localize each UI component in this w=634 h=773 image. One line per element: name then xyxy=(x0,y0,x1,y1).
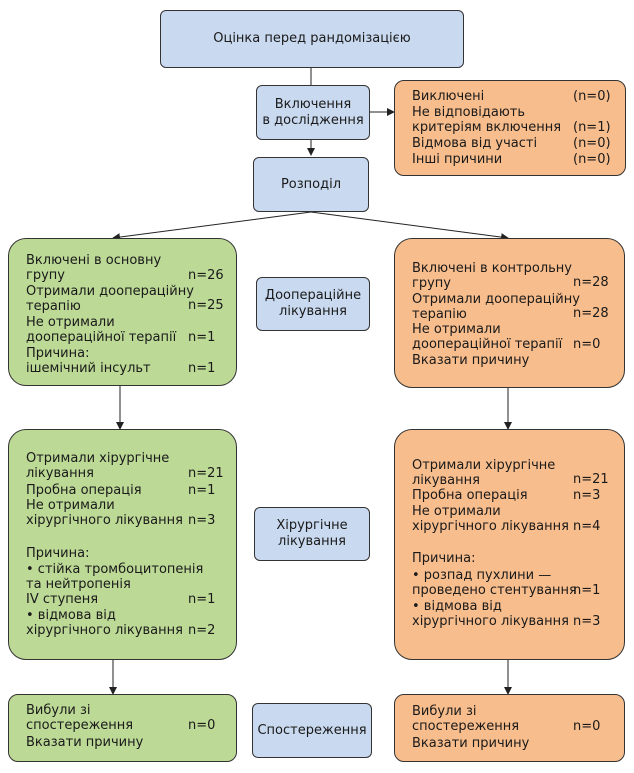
right-surg-value-2: n=4 xyxy=(573,519,601,534)
left-surg-value-1: n=1 xyxy=(188,483,216,498)
surgical-stage-label: Хірургічне лікування xyxy=(276,518,348,549)
arrow-distribution-left xyxy=(112,211,312,242)
inclusion-label: Включення в дослідження xyxy=(262,96,364,128)
right-surg-label-0: Отримали хірургічне лікування xyxy=(412,458,556,488)
left-preop-value-0: n=26 xyxy=(188,268,224,283)
left-preop-label-1: Отримали доопераційну терапію xyxy=(26,284,194,314)
right-follow-label-0: Вибули зі спостереження xyxy=(412,704,520,734)
right-surg-label-5: • відмова від хірургічного лікування xyxy=(412,599,569,629)
left-surg-label-1: Пробна операція xyxy=(26,483,142,498)
preop-stage-label: Доопераційне лікування xyxy=(264,288,362,319)
right-preop-label-0: Включені в контрольну групу xyxy=(412,261,572,291)
right-surg-value-0: n=21 xyxy=(573,472,609,487)
left-follow-label-1: Вказати причину xyxy=(26,735,144,750)
excluded-box xyxy=(394,80,626,176)
inclusion-box: Включення в дослідження xyxy=(256,85,370,140)
excluded-value-1: (n=1) xyxy=(573,120,611,135)
surgical-stage-box: Хірургічне лікування xyxy=(254,507,370,561)
excluded-label-3: Інші причини xyxy=(412,152,503,167)
distribution-box: Розподіл xyxy=(253,157,369,212)
left-surg-value-4: n=1 xyxy=(188,592,216,607)
arrow-distribution-right xyxy=(310,211,509,242)
left-preop-box xyxy=(8,238,237,386)
right-preop-label-3: Вказати причину xyxy=(412,353,530,368)
excluded-value-2: (n=0) xyxy=(573,136,611,151)
left-preop-label-0: Включені в основну групу xyxy=(26,253,162,283)
excluded-value-0: (n=0) xyxy=(573,89,611,104)
excluded-value-3: (n=0) xyxy=(573,152,611,167)
assessment-box: Оцінка перед рандомізацією xyxy=(160,10,464,68)
left-follow-label-0: Вибули зі спостереження xyxy=(26,703,134,733)
right-preop-box xyxy=(394,238,625,388)
excluded-label-0: Виключені xyxy=(412,89,485,104)
followup-stage-label: Спостереження xyxy=(257,722,367,738)
left-preop-label-3: Причина: ішемічний інсульт xyxy=(26,346,151,376)
excluded-label-1: Не відповідають критеріям включення xyxy=(412,105,562,135)
right-surg-value-5: n=3 xyxy=(573,614,601,629)
preop-stage-box: Доопераційне лікування xyxy=(256,277,370,331)
left-followup-box xyxy=(8,694,237,762)
right-followup-box xyxy=(394,694,625,762)
right-surg-label-3: Причина: xyxy=(412,551,476,566)
right-preop-label-1: Отримали доопераційну терапію xyxy=(412,292,580,322)
left-surg-value-0: n=21 xyxy=(188,466,224,481)
right-surgical-box xyxy=(394,429,625,660)
left-surgical-box xyxy=(8,429,237,660)
left-preop-value-3: n=1 xyxy=(188,361,216,376)
left-surg-label-5: • відмова від хірургічного лікування xyxy=(26,608,183,638)
left-preop-value-2: n=1 xyxy=(188,330,216,345)
right-preop-value-1: n=28 xyxy=(573,306,609,321)
left-surg-label-3: Причина: xyxy=(26,546,90,561)
left-surg-value-5: n=2 xyxy=(188,623,216,638)
right-surg-value-4: n=1 xyxy=(573,583,601,598)
left-surg-label-4: • стійка тромбоцитопенія та нейтропенія … xyxy=(26,562,204,607)
distribution-label: Розподіл xyxy=(280,176,342,192)
left-surg-value-2: n=3 xyxy=(188,513,216,528)
left-preop-value-1: n=25 xyxy=(188,298,224,313)
left-follow-value-0: n=0 xyxy=(188,718,216,733)
left-surg-label-0: Отримали хірургічне лікування xyxy=(26,451,170,481)
right-follow-value-0: n=0 xyxy=(573,719,601,734)
right-surg-label-1: Пробна операція xyxy=(412,488,528,503)
right-preop-value-2: n=0 xyxy=(573,337,601,352)
followup-stage-box: Спостереження xyxy=(252,703,372,758)
assessment-label: Оцінка перед рандомізацією xyxy=(213,31,411,46)
right-preop-value-0: n=28 xyxy=(573,275,609,290)
left-surg-label-2: Не отримали хірургічного лікування xyxy=(26,498,183,528)
left-preop-label-2: Не отримали доопераційної терапії xyxy=(26,315,177,345)
right-surg-label-4: • розпад пухлини — проведено стентування xyxy=(412,568,577,598)
right-surg-label-2: Не отримали хірургічного лікування xyxy=(412,504,569,534)
right-preop-label-2: Не отримали доопераційної терапії xyxy=(412,322,563,352)
excluded-label-2: Відмова від участі xyxy=(412,136,538,151)
right-follow-label-1: Вказати причину xyxy=(412,736,530,751)
right-surg-value-1: n=3 xyxy=(573,488,601,503)
